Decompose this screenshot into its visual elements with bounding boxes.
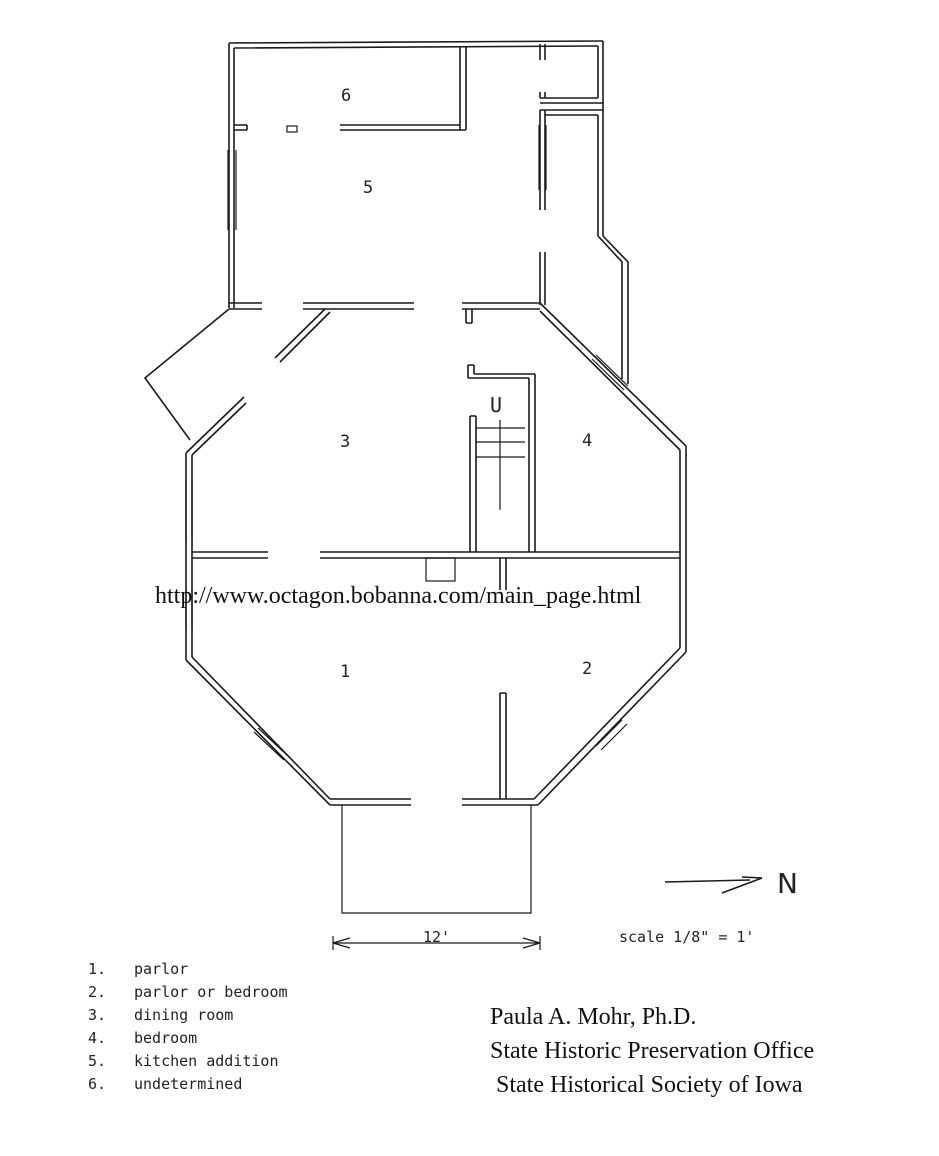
legend-number: 6. bbox=[88, 1075, 107, 1093]
front-porch bbox=[341, 805, 532, 914]
legend-item: 5. kitchen addition bbox=[88, 1050, 288, 1073]
legend-item: 1. parlor bbox=[88, 958, 288, 981]
scale-label: scale 1/8" = 1' bbox=[619, 928, 754, 946]
room-3-label: 3 bbox=[340, 432, 350, 452]
room-6-label: 6 bbox=[341, 86, 351, 106]
legend-number: 2. bbox=[88, 983, 107, 1001]
legend-item: 3. dining room bbox=[88, 1004, 288, 1027]
legend-label: kitchen addition bbox=[134, 1052, 279, 1070]
legend-number: 1. bbox=[88, 960, 107, 978]
room-5-label: 5 bbox=[363, 178, 373, 198]
dimension-label: 12' bbox=[423, 928, 450, 946]
dimension-line bbox=[332, 936, 541, 950]
stair-up-label: U bbox=[490, 393, 502, 417]
legend-label: parlor or bedroom bbox=[134, 983, 288, 1001]
north-arrow bbox=[664, 876, 763, 894]
credit-society: State Historical Society of Iowa bbox=[496, 1072, 803, 1098]
credit-author: Paula A. Mohr, Ph.D. bbox=[490, 1004, 697, 1030]
legend-label: dining room bbox=[134, 1006, 234, 1024]
room-legend: 1. parlor 2. parlor or bedroom 3. dining ro… bbox=[88, 958, 288, 1096]
legend-label: parlor bbox=[134, 960, 189, 978]
credits-block: Paula A. Mohr, Ph.D. State Historic Pres… bbox=[490, 1000, 814, 1102]
rear-addition-walls bbox=[227, 40, 629, 384]
legend-label: bedroom bbox=[134, 1029, 198, 1047]
credit-office: State Historic Preservation Office bbox=[490, 1038, 815, 1064]
octagon-walls bbox=[143, 302, 687, 806]
legend-item: 6. undetermined bbox=[88, 1073, 288, 1096]
legend-item: 4. bedroom bbox=[88, 1027, 288, 1050]
legend-number: 4. bbox=[88, 1029, 107, 1047]
room-1-label: 1 bbox=[340, 662, 350, 682]
legend-label: undetermined bbox=[134, 1075, 243, 1093]
room-2-label: 2 bbox=[582, 659, 592, 679]
legend-number: 5. bbox=[88, 1052, 107, 1070]
north-label: N bbox=[777, 867, 798, 900]
legend-number: 3. bbox=[88, 1006, 107, 1024]
room-4-label: 4 bbox=[582, 431, 592, 451]
source-url-watermark: http://www.octagon.bobanna.com/main_page… bbox=[155, 583, 642, 609]
legend-item: 2. parlor or bedroom bbox=[88, 981, 288, 1004]
